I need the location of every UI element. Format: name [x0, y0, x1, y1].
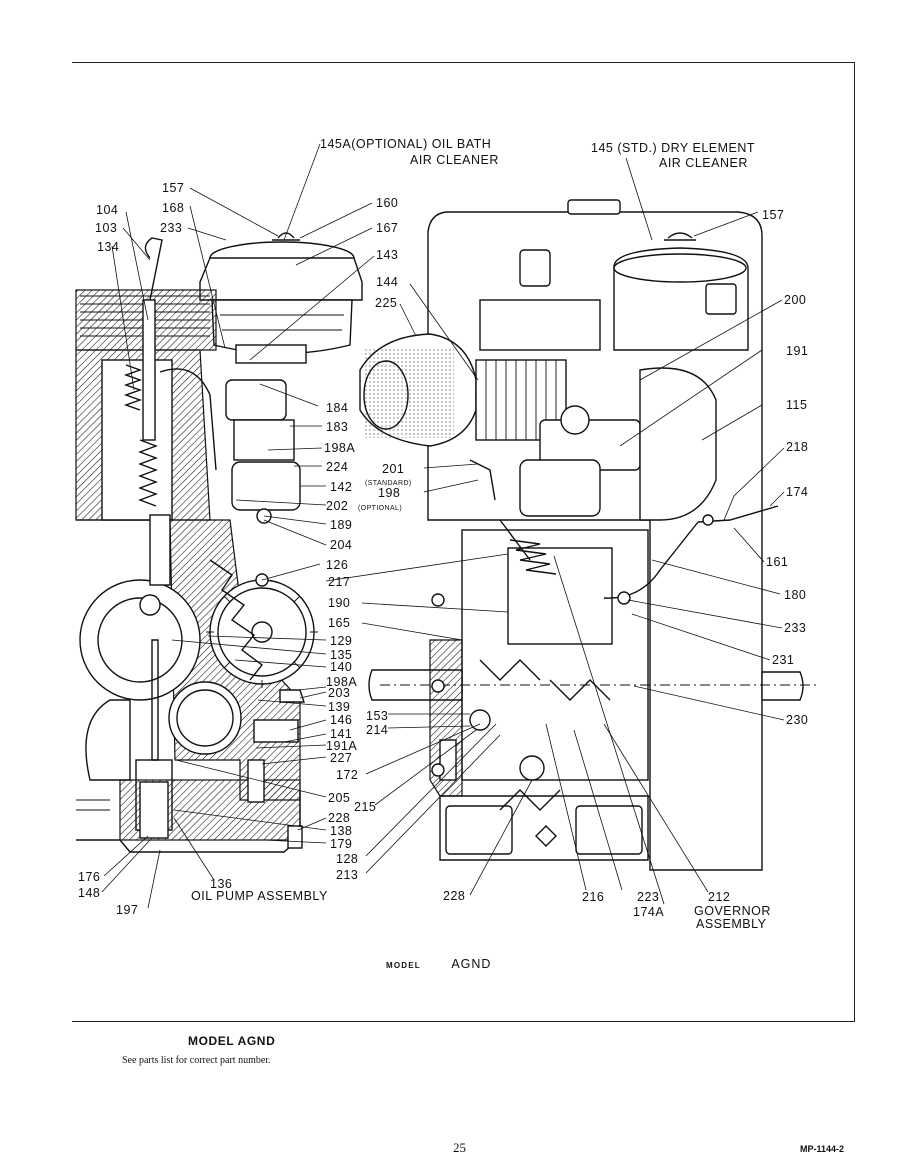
callout-174A: 174A: [633, 905, 664, 919]
model-label: MODEL: [386, 961, 421, 970]
callout-145: 145 (STD.) DRY ELEMENT: [591, 141, 755, 155]
page-number: 25: [453, 1140, 466, 1155]
callout-179: 179: [330, 837, 352, 851]
callout-153: 153: [366, 709, 388, 723]
callout-157b: 157: [762, 208, 784, 222]
callout-191A: 191A: [326, 739, 357, 753]
model-name: AGND: [451, 957, 492, 971]
callout-governor: GOVERNOR: [694, 904, 771, 918]
callout-140: 140: [330, 660, 352, 674]
callout-144: 144: [376, 275, 398, 289]
callout-233a: 233: [160, 221, 182, 235]
callout-216: 216: [582, 890, 604, 904]
callout-136: 136: [210, 877, 232, 891]
callout-227: 227: [330, 751, 352, 765]
callout-160: 160: [376, 196, 398, 210]
callout-198: 198: [378, 486, 400, 500]
callout-202-optional: (OPTIONAL): [358, 505, 402, 512]
callout-128: 128: [336, 852, 358, 866]
illustration-frame: [72, 62, 855, 1022]
callout-145-sub: AIR CLEANER: [659, 156, 748, 170]
callout-198A: 198A: [324, 441, 355, 455]
callout-191: 191: [786, 344, 808, 358]
callout-167: 167: [376, 221, 398, 235]
callout-197: 197: [116, 903, 138, 917]
callout-217: 217: [328, 575, 350, 589]
callout-157a: 157: [162, 181, 184, 195]
caption-note: See parts list for correct part number.: [122, 1055, 271, 1066]
callout-180: 180: [784, 588, 806, 602]
callout-governor-assembly: ASSEMBLY: [696, 917, 767, 931]
callout-190: 190: [328, 596, 350, 610]
callout-224: 224: [326, 460, 348, 474]
callout-204: 204: [330, 538, 352, 552]
callout-168: 168: [162, 201, 184, 215]
callout-228b: 228: [443, 889, 465, 903]
exterior-engine-drawing: [359, 199, 820, 871]
callout-oil-pump-assembly: OIL PUMP ASSEMBLY: [191, 889, 328, 903]
callout-184: 184: [326, 401, 348, 415]
callout-231: 231: [772, 653, 794, 667]
callout-202: 202: [326, 499, 348, 513]
callout-129: 129: [330, 634, 352, 648]
callout-203: 203: [328, 686, 350, 700]
callout-214: 214: [366, 723, 388, 737]
callout-172: 172: [336, 768, 358, 782]
leader-lines: [101, 143, 785, 909]
callout-233b: 233: [784, 621, 806, 635]
caption-title: MODEL AGND: [188, 1034, 276, 1048]
callout-225: 225: [375, 296, 397, 310]
callout-165: 165: [328, 616, 350, 630]
callout-138: 138: [330, 824, 352, 838]
callout-230: 230: [786, 713, 808, 727]
callout-143: 143: [376, 248, 398, 262]
callout-145A-sub: AIR CLEANER: [410, 153, 499, 167]
model-line: MODEL AGND: [386, 955, 491, 973]
callout-176: 176: [78, 870, 100, 884]
callout-141: 141: [330, 727, 352, 741]
callout-183: 183: [326, 420, 348, 434]
callout-174: 174: [786, 485, 808, 499]
callout-212: 212: [708, 890, 730, 904]
callout-135: 135: [330, 648, 352, 662]
callout-223: 223: [637, 890, 659, 904]
callout-labels: 145A(OPTIONAL) OIL BATH AIR CLEANER 145 …: [78, 137, 808, 931]
callout-148: 148: [78, 886, 100, 900]
callout-201-standard: (STANDARD): [365, 480, 412, 487]
callout-139: 139: [328, 700, 350, 714]
callout-189: 189: [330, 518, 352, 532]
callout-198A-b: 198A: [326, 675, 357, 689]
callout-134: 134: [97, 240, 119, 254]
callout-103: 103: [95, 221, 117, 235]
callout-205: 205: [328, 791, 350, 805]
callout-228a: 228: [328, 811, 350, 825]
callout-126: 126: [326, 558, 348, 572]
callout-104: 104: [96, 203, 118, 217]
cutaway-engine-drawing: [75, 232, 363, 853]
callout-201: 201: [382, 462, 404, 476]
callout-161: 161: [766, 555, 788, 569]
callout-145A: 145A(OPTIONAL) OIL BATH: [320, 137, 491, 151]
callout-218: 218: [786, 440, 808, 454]
callout-115: 115: [786, 398, 807, 412]
callout-215: 215: [354, 800, 376, 814]
document-code: MP-1144-2: [800, 1144, 845, 1154]
callout-142: 142: [330, 480, 352, 494]
callout-146: 146: [330, 713, 352, 727]
callout-213: 213: [336, 868, 358, 882]
callout-200: 200: [784, 293, 806, 307]
